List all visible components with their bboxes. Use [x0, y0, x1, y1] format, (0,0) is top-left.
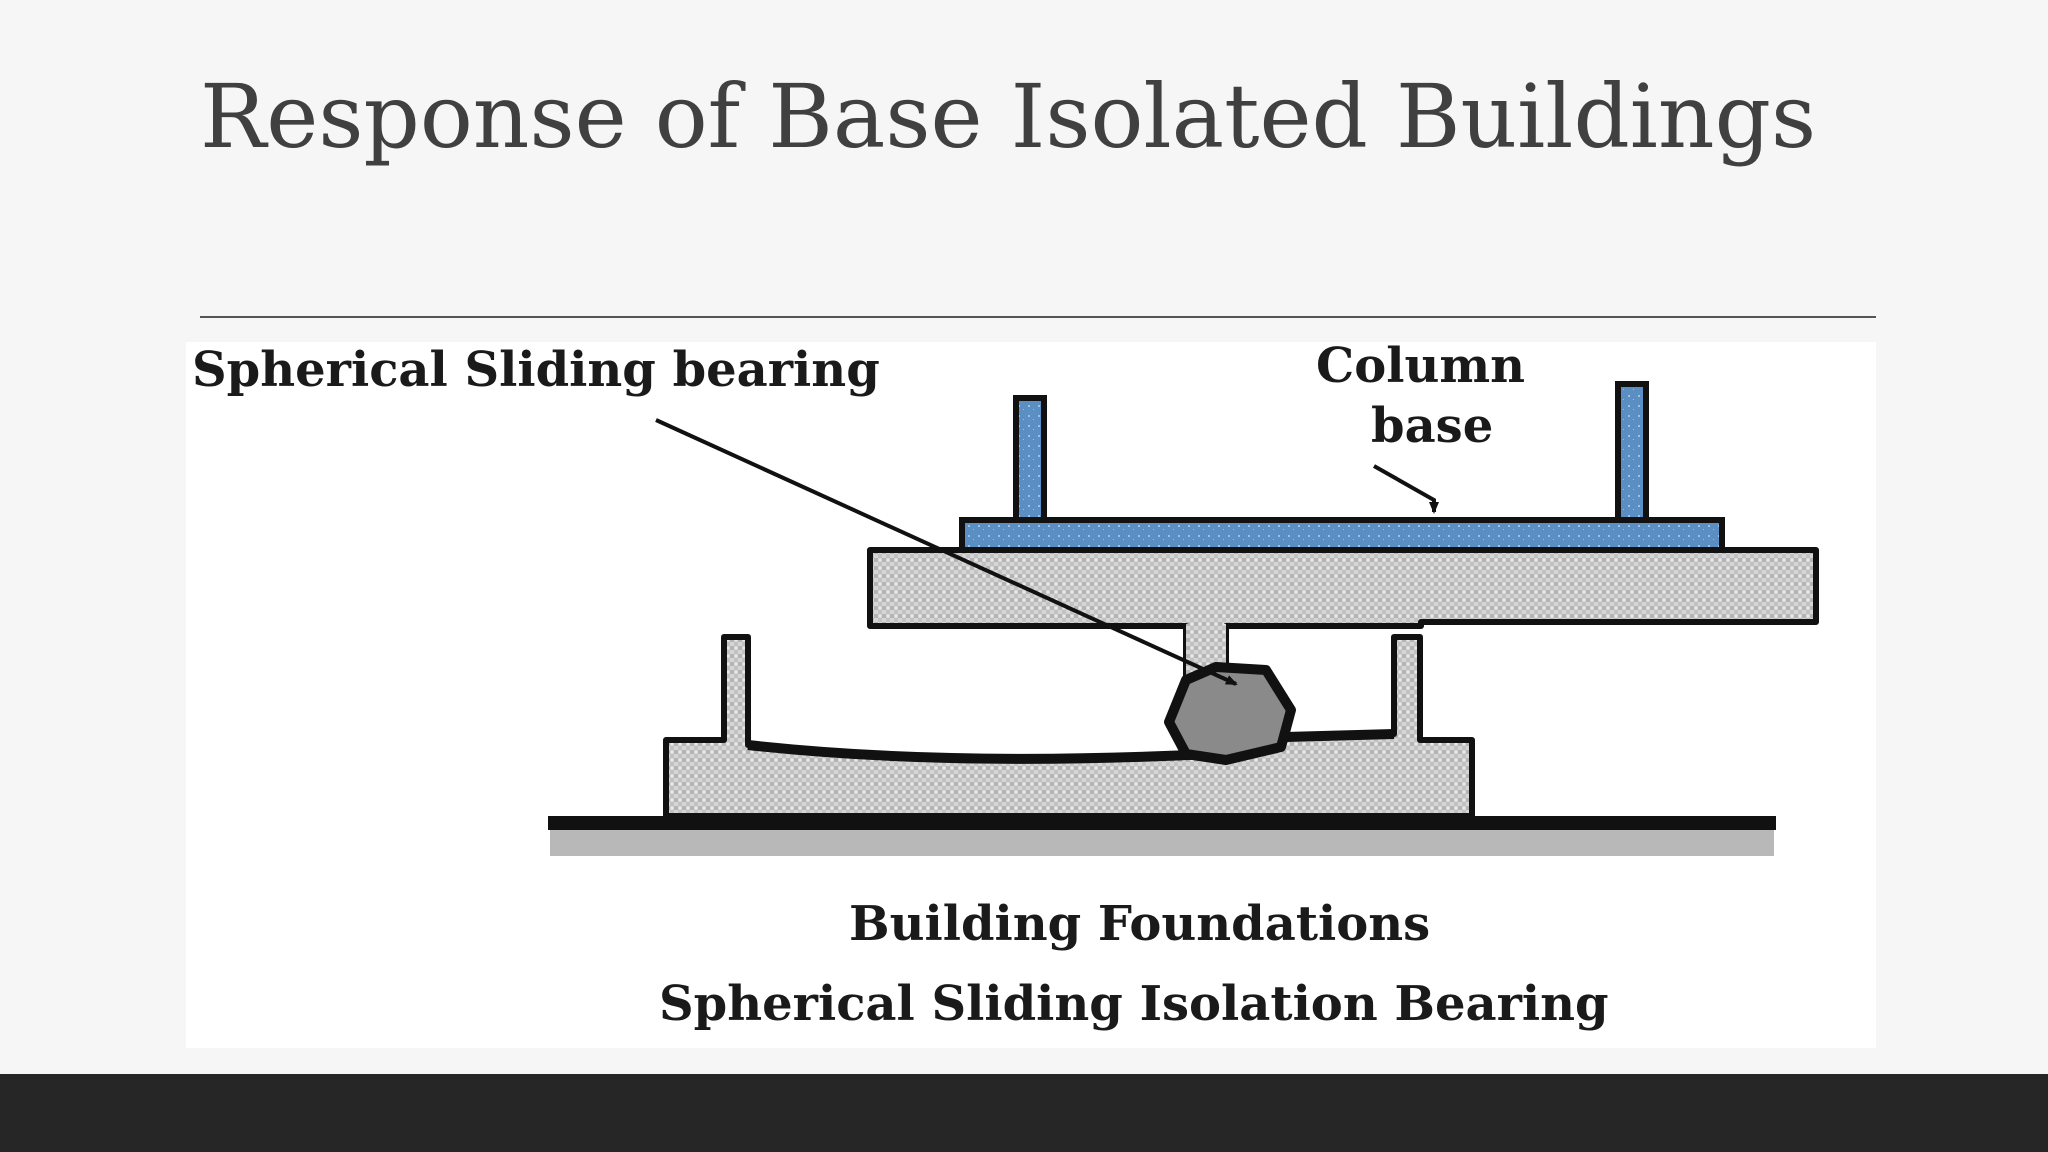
bearing-pointer-arrow: [655, 418, 1238, 686]
label-column-line2: base: [1371, 398, 1493, 454]
footer-bar: [0, 1074, 2048, 1152]
right-column: [1615, 381, 1649, 523]
foundation-line: [548, 816, 1776, 830]
label-spherical-sliding-bearing: Spherical Sliding bearing: [192, 342, 880, 398]
caption-spherical-sliding-isolation-bearing: Spherical Sliding Isolation Bearing: [659, 976, 1609, 1032]
concave-sliding-surface: [747, 729, 1395, 764]
title-divider: [200, 316, 1876, 318]
ground-stripe: [550, 828, 1774, 856]
column-base-plate: [959, 517, 1725, 553]
bearing-diagram: Spherical Sliding bearing Column base Bu…: [186, 342, 1876, 1048]
left-column: [1013, 395, 1047, 523]
column-base-pointer-arrow: [1373, 464, 1439, 514]
spherical-bearing-ball: [1164, 662, 1296, 765]
slide-title: Response of Base Isolated Buildings: [200, 65, 1817, 168]
label-column-line1: Column: [1316, 342, 1525, 394]
caption-building-foundations: Building Foundations: [849, 896, 1430, 952]
